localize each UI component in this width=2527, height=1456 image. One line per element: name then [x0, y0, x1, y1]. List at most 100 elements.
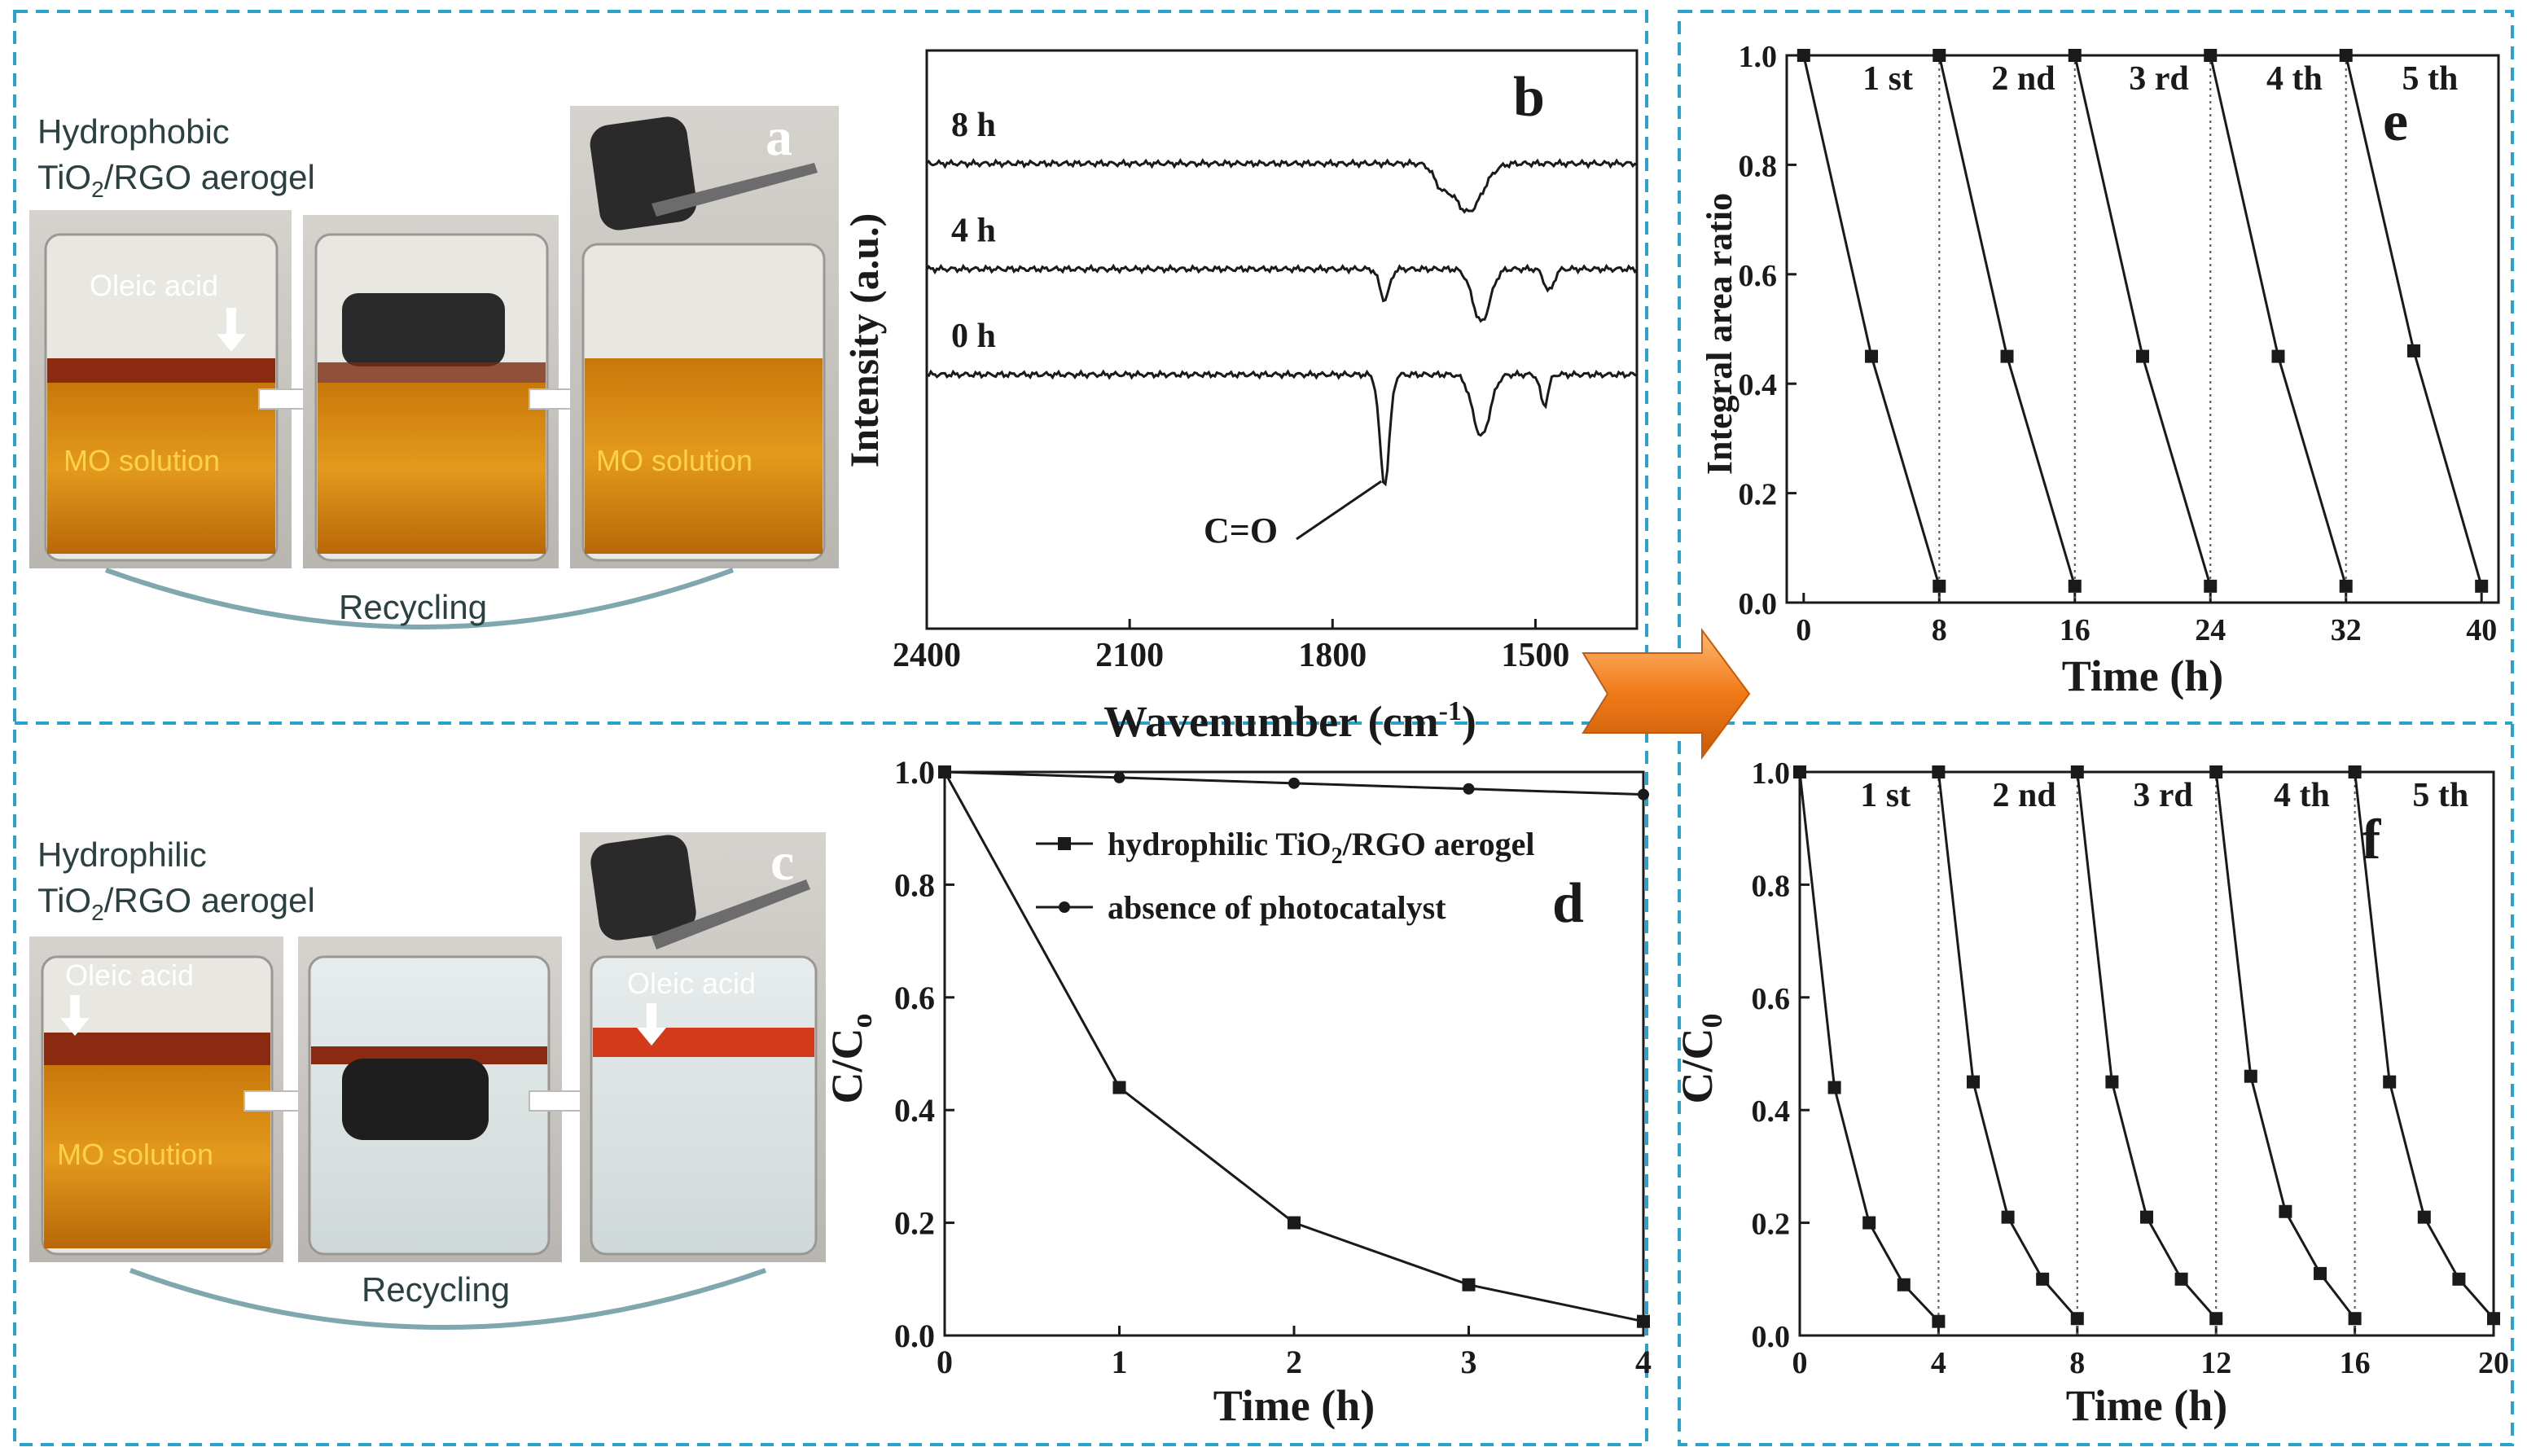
chart-f-point	[2279, 1204, 2292, 1218]
chart-f-point	[2383, 1075, 2397, 1089]
chart-d-point	[1462, 1278, 1476, 1292]
chart-e-xtick-label: 40	[2466, 613, 2497, 647]
chart-e-point	[2204, 579, 2218, 593]
chart-f-point	[1967, 1075, 1980, 1089]
beaker-c3-oil	[593, 1028, 814, 1057]
chart-f-ytick-label: 0.2	[1752, 1208, 1791, 1242]
chart-e-point	[1933, 579, 1946, 593]
photo-panel-a: Hydrophobic TiO2/RGO aerogel Oleic acid …	[29, 106, 839, 629]
photo-c-title-line1: Hydrophilic	[37, 835, 207, 874]
chart-e-ytick-label: 0.6	[1739, 259, 1778, 293]
chart-d-ytick-label: 0.6	[894, 980, 935, 1016]
chart-d-ytick-label: 0.4	[894, 1092, 935, 1129]
chart-f-ytick-label: 0.0	[1752, 1320, 1791, 1354]
chart-f-xtick-label: 16	[2340, 1346, 2371, 1380]
chart-e-axes-frame	[1785, 54, 2500, 604]
chart-e-point	[2339, 579, 2353, 593]
chart-d-xtick-label: 3	[1461, 1344, 1477, 1380]
chart-d-point	[1112, 1081, 1126, 1094]
arrow-right-icon	[1582, 627, 1751, 761]
chart-e-ytick-label: 0.8	[1739, 149, 1778, 183]
chart-e-ylabel: Integral area ratio	[1700, 193, 1740, 475]
chart-e-point	[2339, 49, 2353, 62]
beaker-a2-oil	[318, 362, 546, 383]
chart-d-xtick-label: 2	[1286, 1344, 1302, 1380]
chart-d-legend-marker	[1058, 837, 1071, 850]
chart-f-point	[1827, 1081, 1841, 1094]
chart-b-annotation: C=O	[1204, 511, 1278, 550]
chart-e-point	[2271, 349, 2285, 363]
chart-f-ytick-label: 0.6	[1752, 982, 1791, 1016]
chart-b-series-line	[926, 369, 1638, 487]
arrow-down-icon	[60, 995, 90, 1036]
chart-f-ytick-label: 1.0	[1752, 757, 1791, 791]
chart-b-xlabel: Wavenumber (cm-1)	[1103, 696, 1476, 746]
photo-c-mo-label: MO solution	[57, 1138, 213, 1171]
chart-e-ytick-label: 0.0	[1739, 587, 1778, 621]
chart-f-xlabel: Time (h)	[2066, 1381, 2228, 1430]
chart-e-xtick-label: 0	[1796, 613, 1811, 647]
chart-e-point	[2068, 579, 2082, 593]
chart-e-point	[2068, 49, 2082, 62]
chart-e-point	[2475, 579, 2489, 593]
chart-f-point	[1897, 1278, 1911, 1292]
chart-e-cycle-line	[2209, 55, 2348, 587]
chart-f-ytick-label: 0.4	[1752, 1094, 1791, 1129]
photo-a-mo-label-right: MO solution	[596, 444, 752, 477]
chart-d-point	[1113, 771, 1125, 783]
photo-panel-c: Hydrophilic TiO2/RGO aerogel Oleic acid …	[29, 832, 826, 1330]
chart-b-series-label: 8 h	[951, 107, 996, 144]
chart-f-point	[2314, 1266, 2327, 1280]
recycling-arc	[129, 1268, 766, 1330]
chart-b-series-line	[926, 158, 1638, 214]
chart-f-point	[2417, 1210, 2431, 1224]
photo-a-title-line2: TiO2/RGO aerogel	[37, 158, 315, 202]
chart-e-point	[1865, 349, 1879, 363]
chart-d-legend-marker	[1059, 901, 1070, 913]
chart-d-point	[1288, 777, 1300, 789]
chart-e-ytick-label: 0.4	[1739, 368, 1778, 402]
chart-d-point	[939, 766, 950, 778]
chart-d-xtick-label: 4	[1635, 1344, 1652, 1380]
beaker-a1-solution	[47, 383, 275, 554]
chart-e-cycle-line	[2073, 55, 2212, 587]
chart-d-ytick-label: 0.8	[894, 866, 935, 903]
chart-b-axes-frame	[925, 49, 1639, 630]
chart-b-xtick-label: 1800	[1298, 637, 1367, 674]
photo-a-recycling-label: Recycling	[339, 588, 487, 626]
beaker-a2-solution	[318, 383, 546, 554]
chart-b-series-line	[925, 263, 1639, 323]
chart-d-xtick-label: 1	[1112, 1344, 1128, 1380]
chart-b-xtick-label: 1500	[1501, 637, 1569, 674]
chart-f-xtick-label: 4	[1931, 1346, 1946, 1380]
chart-e-point	[1933, 49, 1946, 62]
chart-f-point	[1932, 1314, 1946, 1328]
chart-d-xtick-label: 0	[937, 1344, 953, 1380]
chart-f-point	[2452, 1272, 2466, 1286]
beaker-a3-solution	[585, 358, 823, 554]
chart-e-xlabel: Time (h)	[2062, 651, 2224, 700]
chart-f-cycle-line	[2214, 771, 2356, 1320]
chart-f-cycle-label: 5 th	[2412, 777, 2468, 814]
chart-f-point	[2348, 765, 2362, 778]
photo-a-title-line1: Hydrophobic	[37, 112, 230, 151]
tweezers-icon	[651, 879, 810, 949]
photo-c-oleic-label-left: Oleic acid	[65, 958, 194, 992]
chart-d-xlabel: Time (h)	[1213, 1381, 1375, 1430]
photo-c-aerogel-held	[590, 835, 696, 941]
beaker-a1-oil	[47, 358, 275, 383]
photo-c-letter: c	[770, 832, 794, 892]
chart-e-cycle-label: 5 th	[2402, 60, 2459, 98]
chart-b-annotation-leader	[1296, 480, 1383, 541]
chart-e-cycle-label: 4 th	[2266, 60, 2323, 98]
chart-f-point	[2244, 1069, 2257, 1083]
left-frame	[13, 10, 1648, 1446]
chart-e-panel-letter: e	[2383, 90, 2408, 153]
arrow-down-icon	[217, 308, 246, 352]
chart-f-point	[2070, 1312, 2084, 1326]
chart-e-point	[2406, 344, 2420, 357]
chart-d-panel-letter: d	[1552, 872, 1584, 935]
